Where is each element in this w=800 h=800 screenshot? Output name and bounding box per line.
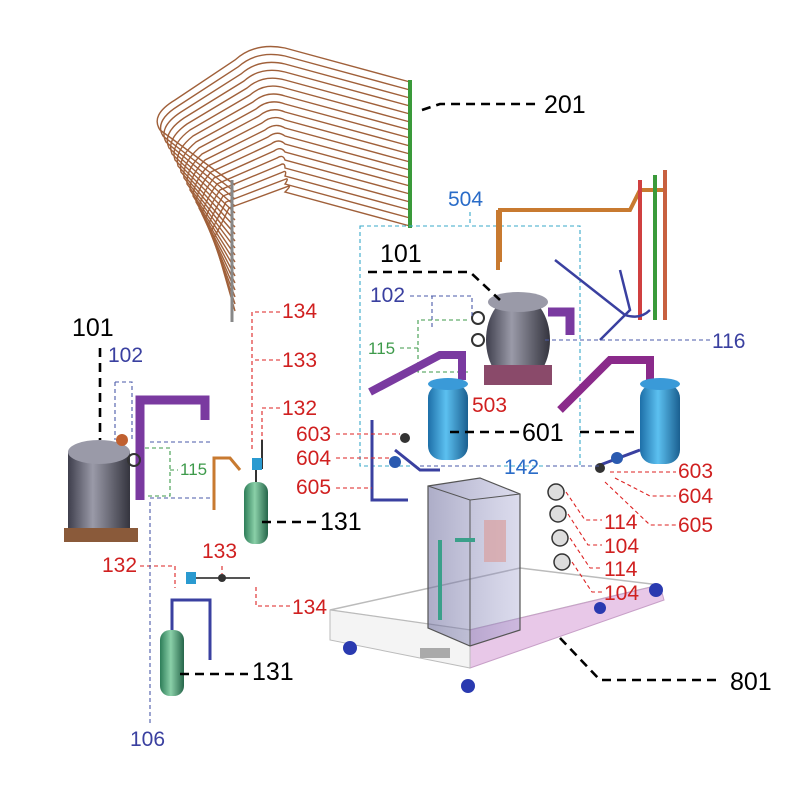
label-114-b: 114 xyxy=(604,558,638,581)
water-tank xyxy=(420,477,521,658)
label-101-left: 101 xyxy=(72,314,114,342)
label-605-left: 605 xyxy=(296,476,331,499)
leader-201 xyxy=(421,102,540,112)
label-604-left: 604 xyxy=(296,447,331,470)
label-115-right: 115 xyxy=(368,339,395,358)
leader-115-left xyxy=(145,447,178,497)
tank-right-601 xyxy=(640,378,680,464)
label-801: 801 xyxy=(730,668,772,696)
label-604-right: 604 xyxy=(678,485,713,508)
label-104-a: 104 xyxy=(604,535,639,558)
label-201: 201 xyxy=(544,91,586,119)
label-102-left: 102 xyxy=(108,344,143,367)
label-142: 142 xyxy=(504,456,539,479)
leaders-603-605-left xyxy=(336,433,400,489)
label-133-bottom: 133 xyxy=(202,540,237,563)
label-134-top: 134 xyxy=(282,300,317,323)
receiver-bottom-131 xyxy=(160,572,250,696)
leaders-132-134-bottom xyxy=(140,565,290,607)
leader-102-right xyxy=(410,295,473,330)
leaders-603-605-right xyxy=(604,471,676,526)
label-104-b: 104 xyxy=(604,582,639,605)
label-134-bottom: 134 xyxy=(292,596,327,619)
label-603-right: 603 xyxy=(678,460,713,483)
condenser-coil xyxy=(156,45,411,312)
label-132-bottom: 132 xyxy=(102,554,137,577)
valve-603-left xyxy=(400,433,410,443)
compressor-left xyxy=(64,395,210,542)
label-601: 601 xyxy=(522,419,564,447)
leader-blue-left xyxy=(150,441,210,499)
valve-604-left xyxy=(389,456,401,468)
gauges xyxy=(547,483,571,571)
label-605-right: 605 xyxy=(678,514,713,537)
valve-603-right xyxy=(595,463,605,473)
label-114-a: 114 xyxy=(604,511,638,534)
leaders-114-104 xyxy=(565,491,602,593)
label-106: 106 xyxy=(130,728,165,751)
label-131-top: 131 xyxy=(320,508,362,536)
tank-left-601 xyxy=(428,378,468,460)
label-133-top: 133 xyxy=(282,349,317,372)
label-101-right: 101 xyxy=(380,240,422,268)
leaders-132-134-top xyxy=(251,311,280,452)
leader-801 xyxy=(559,637,720,682)
label-503: 503 xyxy=(472,394,507,417)
leader-115-right xyxy=(400,319,470,373)
receiver-top-131 xyxy=(212,440,268,544)
label-603-left: 603 xyxy=(296,423,331,446)
distributor-pipes xyxy=(496,170,667,341)
purple-pipe-right xyxy=(368,351,466,396)
label-116: 116 xyxy=(712,330,745,353)
valve-604-right xyxy=(611,452,623,464)
label-102-right: 102 xyxy=(370,284,405,307)
leader-101-right xyxy=(368,270,501,301)
label-132-top: 132 xyxy=(282,397,317,420)
label-115-left: 115 xyxy=(180,460,207,479)
label-504: 504 xyxy=(448,188,483,211)
leader-102-left xyxy=(114,381,133,440)
purple-pipe-right-2 xyxy=(557,356,654,413)
label-131-bottom: 131 xyxy=(252,658,294,686)
compressor-right xyxy=(471,292,575,385)
